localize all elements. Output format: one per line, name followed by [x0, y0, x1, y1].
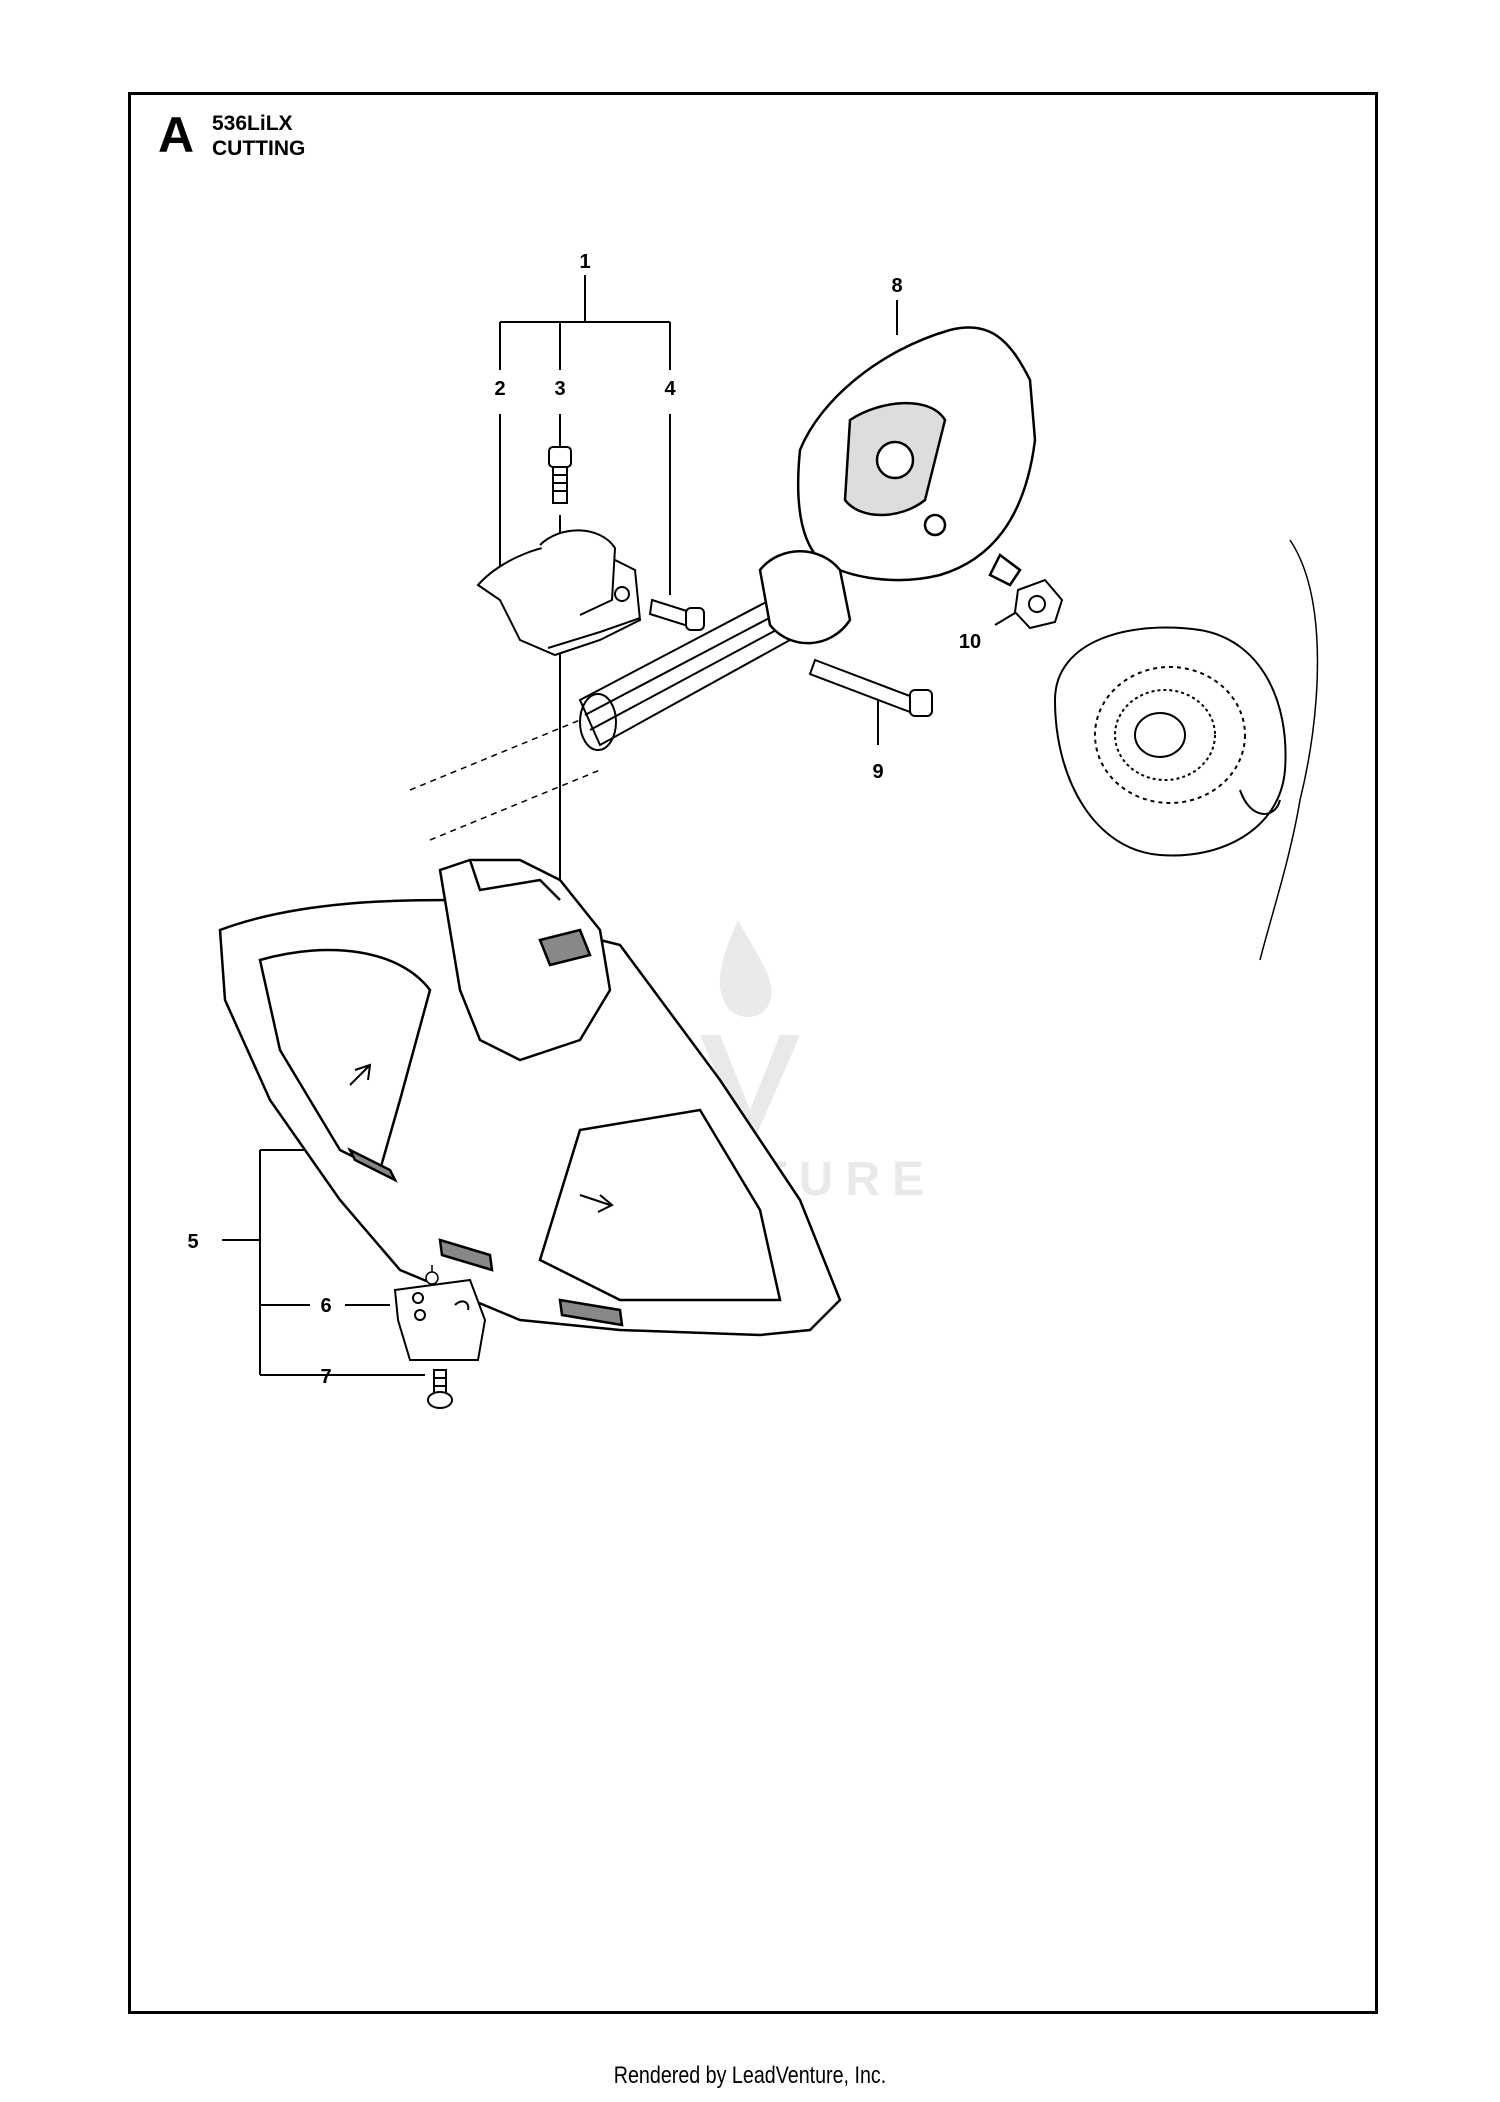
callout-lines: [222, 275, 1021, 1376]
part-bolt-9: [808, 658, 933, 717]
part-guard: [218, 858, 842, 1337]
part-gear-head: [758, 326, 1037, 645]
part-nut-10: [1013, 578, 1064, 630]
callout-2: 2: [494, 378, 505, 400]
footer-credit: Rendered by LeadVenture, Inc.: [613, 2062, 887, 2089]
shaft-outline: [409, 719, 601, 841]
part-clamp: [476, 529, 642, 657]
callout-10: 10: [959, 631, 981, 653]
part-screw-3: [548, 446, 572, 504]
callout-9: 9: [872, 761, 883, 783]
watermark-v-icon: [700, 1035, 800, 1150]
callout-3: 3: [554, 378, 565, 400]
part-trimmer-head: [1053, 539, 1319, 961]
callout-7: 7: [320, 1366, 331, 1388]
callout-5: 5: [187, 1231, 198, 1253]
part-screw-7: [427, 1369, 453, 1409]
part-plate-6: [393, 1278, 487, 1361]
callout-4: 4: [664, 378, 676, 400]
model-name: 536LiLX: [212, 112, 293, 135]
callout-6: 6: [320, 1295, 331, 1317]
part-screw-4: [648, 598, 705, 631]
callout-8: 8: [891, 275, 902, 297]
diagram-title: CUTTING: [212, 137, 306, 160]
watermark-flame-icon: [719, 920, 772, 1018]
plate-hole-marker: [425, 1271, 439, 1285]
diagram-frame: [128, 92, 1378, 2014]
callout-1: 1: [579, 251, 590, 273]
section-letter: A: [158, 107, 195, 163]
